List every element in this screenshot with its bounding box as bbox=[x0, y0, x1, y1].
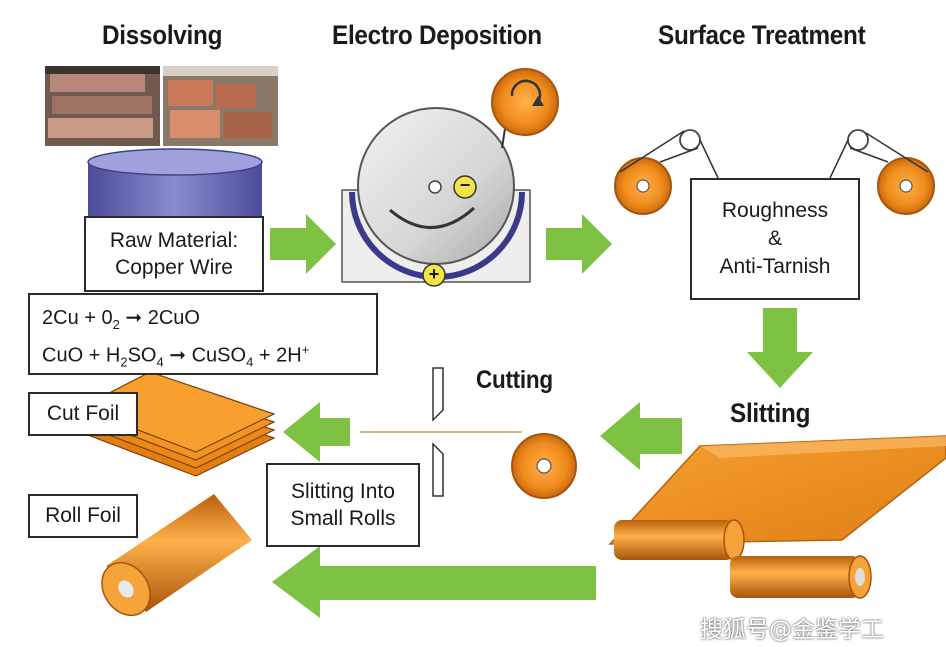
arrow-to-slitting bbox=[747, 308, 813, 388]
arrow-to-electro bbox=[270, 214, 336, 274]
plus-sign: + bbox=[428, 264, 440, 284]
roll-foil-label-box: Roll Foil bbox=[28, 494, 138, 538]
equations-box bbox=[28, 293, 378, 375]
copper-wire-label: Copper Wire bbox=[115, 256, 233, 279]
roll-foil-label: Roll Foil bbox=[45, 504, 121, 527]
surface-guide-rollers bbox=[619, 129, 929, 179]
small-rolls-label: Small Rolls bbox=[290, 507, 396, 530]
slitting-into-label: Slitting Into bbox=[291, 480, 395, 503]
surface-left-roll bbox=[614, 157, 672, 215]
title-slitting: Slitting bbox=[730, 398, 811, 428]
surface-treatment-box: Roughness & Anti-Tarnish bbox=[690, 178, 860, 300]
title-electro-deposition: Electro Deposition bbox=[332, 20, 542, 50]
dissolving-tank bbox=[87, 148, 263, 222]
deposition-takeup-roll bbox=[491, 68, 559, 136]
arrow-to-surface bbox=[546, 214, 612, 274]
cutting-roll bbox=[511, 433, 577, 499]
minus-electrode-icon bbox=[453, 175, 477, 199]
plus-electrode-icon bbox=[422, 263, 446, 287]
ampersand-label: & bbox=[767, 227, 782, 250]
title-surface-treatment: Surface Treatment bbox=[658, 20, 866, 50]
cut-foil-label: Cut Foil bbox=[46, 402, 120, 425]
arrow-to-cutting-roll bbox=[600, 402, 682, 470]
roughness-label: Roughness bbox=[721, 199, 829, 222]
slitting-copper-sheet bbox=[608, 435, 946, 545]
surface-right-roll bbox=[877, 157, 935, 215]
equation-2: CuO + H2SO4 ➞ CuSO4 + 2H+ bbox=[42, 342, 310, 370]
anti-tarnish-label: Anti-Tarnish bbox=[719, 255, 831, 278]
raw-material-label: Raw Material: bbox=[109, 229, 239, 252]
arrow-to-cut-foil bbox=[283, 402, 350, 462]
cut-foil-label-box: Cut Foil bbox=[28, 392, 138, 436]
slitting-roll-back bbox=[730, 555, 872, 599]
roll-foil-cylinder bbox=[101, 494, 252, 617]
title-cutting: Cutting bbox=[476, 366, 553, 394]
cutting-blades bbox=[432, 367, 444, 497]
slitting-roll-front bbox=[614, 519, 745, 561]
minus-sign: − bbox=[459, 175, 471, 195]
slitting-small-rolls-box: Slitting Into Small Rolls bbox=[266, 463, 420, 547]
watermark-text: 搜狐号@金鉴学工 bbox=[700, 617, 884, 643]
raw-material-box: Raw Material: Copper Wire bbox=[84, 216, 264, 292]
equation-1: 2Cu + 02 ➞ 2CuO bbox=[42, 307, 200, 332]
arrow-to-roll-foil bbox=[272, 546, 596, 618]
raw-copper-photo-right bbox=[163, 66, 278, 146]
raw-copper-photo-left bbox=[45, 66, 160, 146]
title-dissolving: Dissolving bbox=[102, 20, 223, 50]
